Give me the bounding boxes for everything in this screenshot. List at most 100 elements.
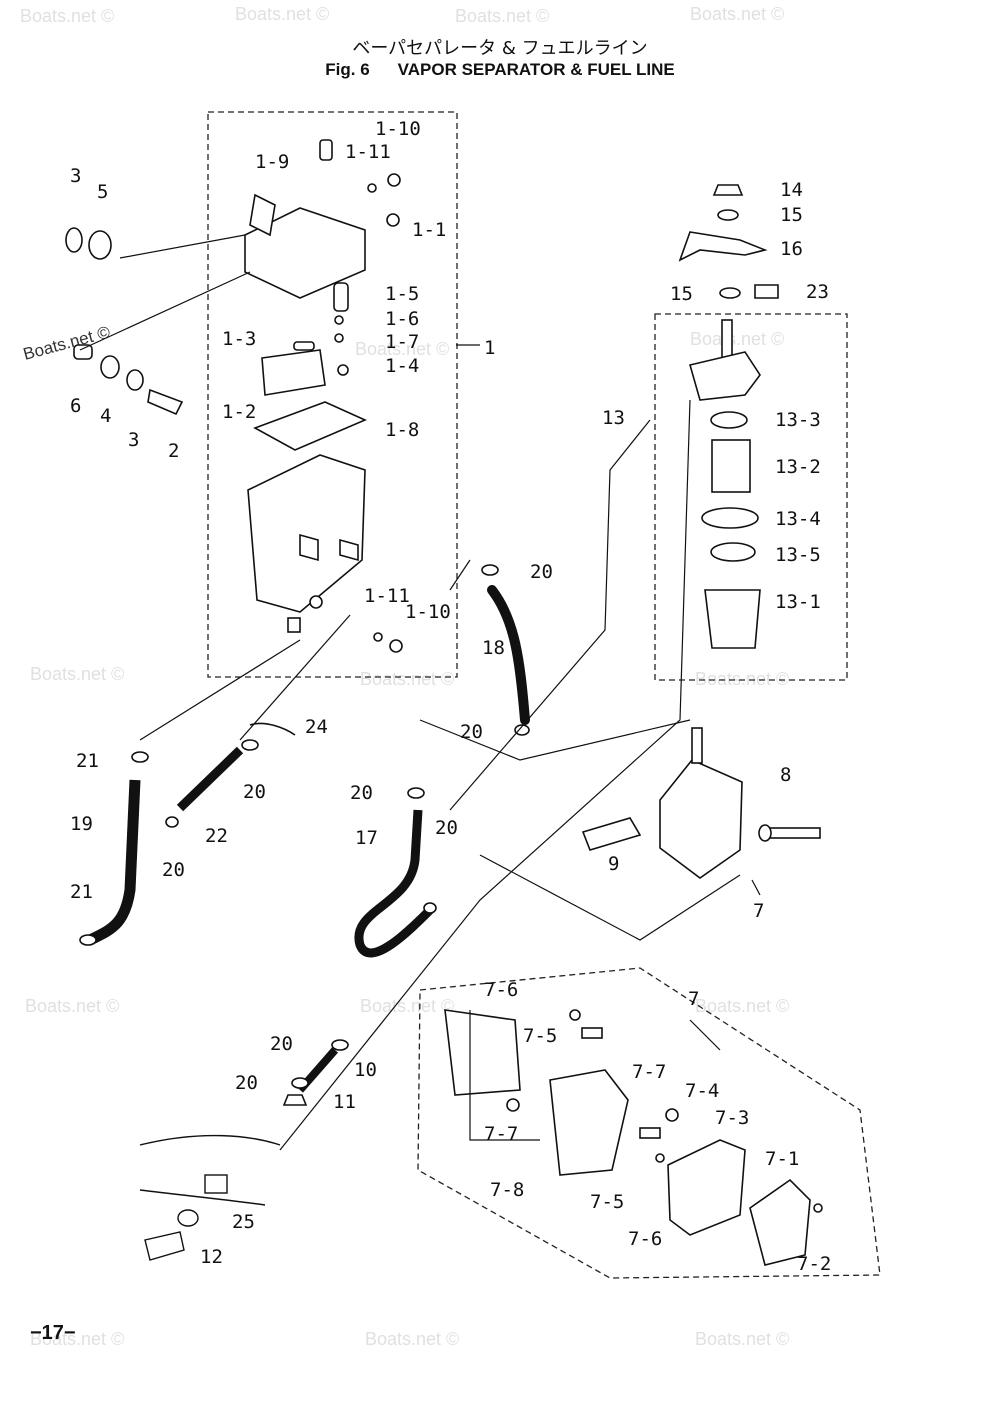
callout-5: 5 [97, 181, 108, 203]
clamp-20 [291, 1077, 309, 1089]
diaphragm-7-3 [667, 1139, 746, 1236]
watermark: Boats.net © [695, 996, 789, 1016]
clamp-20 [165, 816, 179, 828]
watermark-layer: Boats.net © Boats.net © Boats.net © Boat… [20, 4, 789, 1349]
callout-1-8: 1-8 [385, 419, 419, 441]
separator-outlet-nipple [339, 538, 359, 562]
callout-1-4: 1-4 [385, 355, 419, 377]
callout-7-7: 7-7 [484, 1123, 518, 1145]
leader-line [79, 271, 251, 351]
leader-line [419, 719, 691, 761]
callout-7-3: 7-3 [715, 1107, 749, 1129]
separator-body [247, 454, 366, 613]
leader-line [689, 1019, 721, 1051]
callout-17: 17 [355, 827, 378, 849]
washer-1-11-lower [373, 632, 383, 642]
filter-element-13-2 [711, 439, 751, 493]
callout-13-5: 13-5 [775, 544, 821, 566]
seal-25 [177, 1209, 199, 1227]
callout-1-11: 1-11 [345, 141, 391, 163]
nut-11 [282, 1094, 308, 1106]
screw-1-4 [337, 364, 349, 376]
collar-6 [73, 344, 93, 360]
separator-cover-bracket [249, 193, 276, 237]
screw-7-7 [506, 1098, 520, 1112]
watermark: Boats.net © [695, 1329, 789, 1349]
callout-1-11-lower: 1-11 [364, 585, 410, 607]
pin-1-3 [293, 341, 315, 351]
callout-20: 20 [235, 1072, 258, 1094]
callout-7-6: 7-6 [628, 1228, 662, 1250]
callout-1: 1 [484, 337, 495, 359]
callout-20: 20 [350, 782, 373, 804]
leader-line [479, 854, 741, 941]
callout-1-10-lower: 1-10 [405, 601, 451, 623]
separator-cover [244, 207, 366, 299]
callout-7-5: 7-5 [523, 1025, 557, 1047]
watermark-dark: Boats.net © [21, 322, 112, 364]
clamp-20 [423, 902, 437, 914]
fuel-pump-7 [659, 759, 743, 879]
clamp-20 [481, 564, 499, 576]
filter-head [689, 351, 761, 401]
bolt-1-10 [387, 173, 401, 187]
washer-4 [100, 355, 120, 379]
pump-nipple [691, 727, 703, 764]
o-ring-13-3 [710, 411, 748, 429]
valve-7-5 [581, 1027, 603, 1039]
callout-11: 11 [333, 1091, 356, 1113]
callout-7-1: 7-1 [765, 1148, 799, 1170]
callout-1-2: 1-2 [222, 401, 256, 423]
seal-1-6 [334, 315, 344, 325]
fuel-pump-group-box [417, 967, 881, 1279]
watermark: Boats.net © [365, 1329, 459, 1349]
watermark: Boats.net © [20, 6, 114, 26]
screw-7-6-lower [655, 1153, 665, 1163]
callout-1-6: 1-6 [385, 308, 419, 330]
leader-line [449, 419, 651, 811]
clamp-21 [131, 751, 149, 763]
nut-14 [712, 184, 744, 196]
watermark: Boats.net © [690, 4, 784, 24]
pump-cover-7-8 [444, 1009, 521, 1096]
title-japanese: ベーパセパレータ & フュエルライン [352, 38, 648, 59]
hose-22 [176, 746, 244, 812]
filter-cup-13-1 [704, 589, 761, 649]
clip-1-7 [334, 333, 344, 343]
watermark: Boats.net © [690, 329, 784, 349]
engine-outline [139, 1189, 266, 1206]
callout-25: 25 [232, 1211, 255, 1233]
watermark: Boats.net © [360, 669, 454, 689]
hose-18 [487, 585, 530, 725]
clamp-20 [331, 1039, 349, 1051]
valve-7-5-lower [639, 1127, 661, 1139]
watermark: Boats.net © [455, 6, 549, 26]
gasket-9 [581, 817, 642, 851]
bolt-2 [147, 388, 184, 416]
figure-label: Fig. 6 [325, 60, 370, 79]
washer-3 [65, 227, 83, 253]
washer-8 [758, 824, 772, 842]
separator-bottom-nipple [287, 617, 301, 633]
callout-20: 20 [243, 781, 266, 803]
o-ring-13-4 [701, 507, 759, 529]
watermark: Boats.net © [355, 339, 449, 359]
screw-7-2 [813, 1203, 823, 1213]
clamp-20 [407, 787, 425, 799]
engine-outline [139, 1134, 281, 1146]
callout-13-3: 13-3 [775, 409, 821, 431]
callout-14: 14 [780, 179, 803, 201]
watermark: Boats.net © [30, 664, 124, 684]
callout-3: 3 [70, 165, 81, 187]
grommet-5 [88, 230, 112, 260]
vapor-separator-group-box [207, 111, 458, 678]
callout-8: 8 [780, 764, 791, 786]
clip-24 [249, 722, 296, 736]
float-1-2 [261, 349, 326, 396]
leader-line [449, 559, 471, 591]
seal-13-5 [710, 542, 756, 562]
clamp-21 [79, 934, 97, 946]
callout-4: 4 [100, 405, 111, 427]
callout-20: 20 [530, 561, 553, 583]
